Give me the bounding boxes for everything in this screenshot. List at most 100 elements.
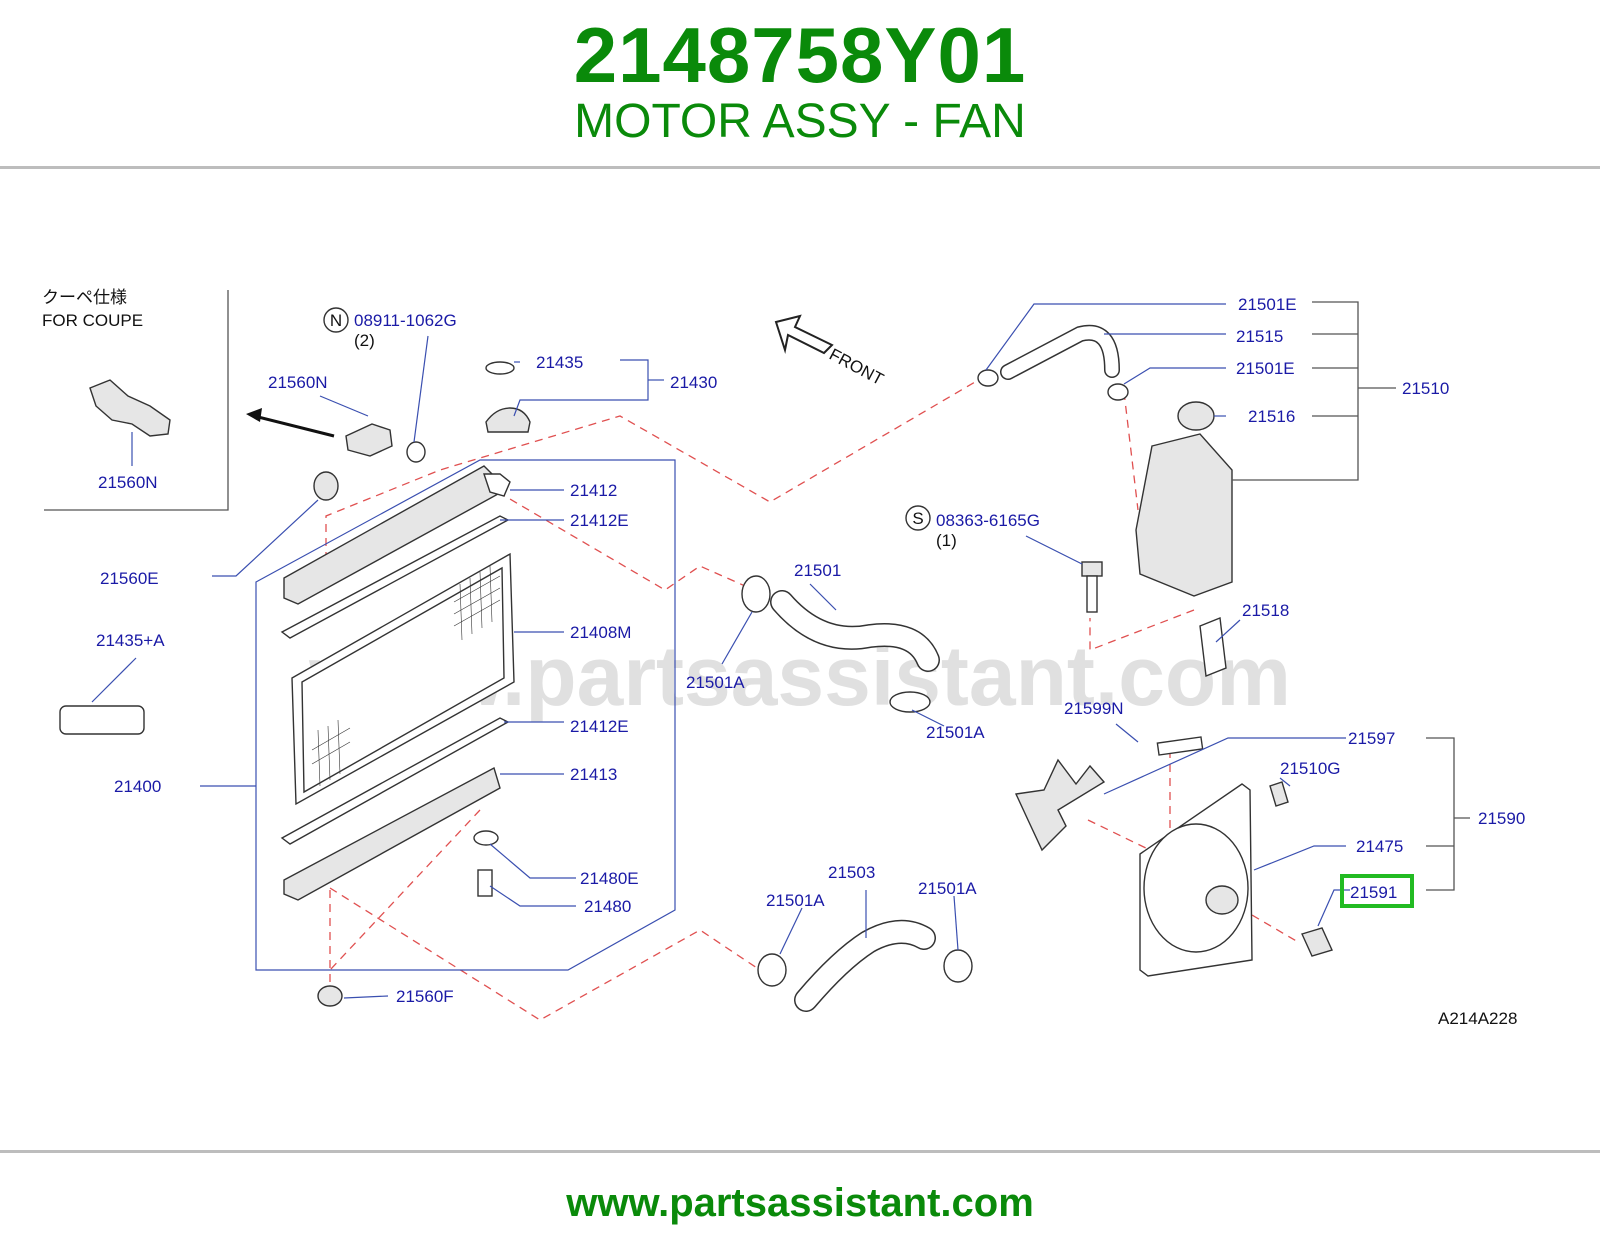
leader-21480 (489, 885, 576, 907)
label-21590[interactable]: 21590 (1478, 809, 1525, 828)
dash-line-top (325, 381, 976, 560)
connector-21591-part (1301, 927, 1333, 957)
label-21560F[interactable]: 21560F (396, 987, 454, 1006)
label-21503[interactable]: 21503 (828, 863, 875, 882)
lower-hose-fill (795, 921, 935, 1011)
label-21501A-4[interactable]: 21501A (918, 879, 977, 898)
core-hatch (311, 565, 501, 787)
label-21599N[interactable]: 21599N (1064, 699, 1124, 718)
label-21516[interactable]: 21516 (1248, 407, 1295, 426)
label-21435[interactable]: 21435 (536, 353, 583, 372)
s-badge-letter: S (912, 509, 923, 528)
reservoir-hose-fill (1001, 326, 1119, 379)
reservoir-group (977, 301, 1396, 677)
label-21408M[interactable]: 21408M (570, 623, 631, 642)
label-21510G[interactable]: 21510G (1280, 759, 1341, 778)
label-21515[interactable]: 21515 (1236, 327, 1283, 346)
highlight-box-21591[interactable] (1340, 874, 1414, 908)
part-labels: 08911-1062G (2) 21560N 21435 21430 21412… (96, 295, 1525, 1028)
header: 2148758Y01 MOTOR ASSY - FAN (0, 0, 1600, 168)
inset-bracket-part (89, 379, 171, 437)
motor-21591-hub (1205, 885, 1239, 915)
diagram-svg: www.partsassistant.com クーペ仕様 FOR COUPE 2… (42, 288, 1525, 1028)
dash-line-bracket (1089, 609, 1195, 651)
screw-21510G-part (1269, 781, 1289, 807)
leader-21480E (489, 843, 576, 879)
figure-code: A214A228 (1438, 1009, 1517, 1028)
label-21475[interactable]: 21475 (1356, 837, 1403, 856)
cap-seal-21435-part (485, 361, 515, 375)
inset-pointer-head (246, 408, 262, 422)
label-21501A-3[interactable]: 21501A (766, 891, 825, 910)
label-21597[interactable]: 21597 (1348, 729, 1395, 748)
dash-line-tank (1123, 391, 1139, 511)
leaders-left (91, 335, 664, 999)
leader-21501A-1 (721, 611, 753, 665)
dash-line-motor (1239, 907, 1299, 943)
leader-08363 (1025, 535, 1083, 565)
upper-tank-neck (483, 473, 511, 497)
label-08911-1062G[interactable]: 08911-1062G (354, 311, 457, 330)
bolt-head-part (1081, 561, 1103, 577)
leader-21560F (343, 995, 389, 999)
leader-21591 (1317, 889, 1350, 927)
label-21560N[interactable]: 21560N (268, 373, 328, 392)
bracket-21590-group (1426, 737, 1470, 891)
radiator-upper-tank (283, 465, 511, 605)
label-21412E-top[interactable]: 21412E (570, 511, 629, 530)
label-08363-6165G[interactable]: 08363-6165G (936, 511, 1040, 530)
dash-line-bolt (329, 809, 481, 971)
clamp-21501E-a-part (977, 369, 999, 387)
nut-08911-part (406, 441, 426, 463)
label-21435A[interactable]: 21435+A (96, 631, 165, 650)
sticker-21599N-part (1156, 736, 1204, 756)
label-21501E-2[interactable]: 21501E (1236, 359, 1295, 378)
lower-tank-part (283, 766, 501, 901)
leader-21560N (319, 395, 369, 417)
front-label: FRONT (826, 345, 887, 389)
inset-frame (44, 290, 229, 511)
coupe-inset: クーペ仕様 FOR COUPE 21560N (42, 288, 229, 511)
plug-21480-part (477, 869, 493, 897)
s-badge-icon (905, 505, 931, 531)
inset-pointer-arrow (253, 414, 335, 438)
bracket-21510-group (1232, 301, 1396, 481)
label-21501A-2[interactable]: 21501A (926, 723, 985, 742)
dash-line-fan2 (1087, 819, 1151, 851)
fan-blade-21597-part (1014, 758, 1106, 852)
n-badge-letter: N (330, 311, 342, 330)
leader-21475 (1253, 845, 1346, 871)
leader-21501A-2 (911, 709, 945, 727)
radiator-core (291, 552, 515, 806)
cap-21430-part (485, 407, 531, 433)
leader-21501E-1 (985, 303, 1226, 371)
label-21501[interactable]: 21501 (794, 561, 841, 580)
leader-21560E (212, 499, 319, 577)
clamp-upper-b-part (889, 691, 931, 713)
core-inner (301, 566, 505, 794)
label-21412E-bottom[interactable]: 21412E (570, 717, 629, 736)
footer-url-link[interactable]: www.partsassistant.com (566, 1181, 1034, 1225)
leader-08911 (413, 335, 429, 443)
bolt-shank-part (1086, 575, 1098, 613)
leader-21510G (1279, 777, 1291, 787)
label-21591[interactable]: 21591 (1350, 883, 1397, 902)
label-21510[interactable]: 21510 (1402, 379, 1449, 398)
label-21412[interactable]: 21412 (570, 481, 617, 500)
label-21501A-1[interactable]: 21501A (686, 673, 745, 692)
label-21480[interactable]: 21480 (584, 897, 631, 916)
radiator-lower-tank (283, 766, 501, 901)
radiator-group-box (255, 459, 676, 971)
label-21480E[interactable]: 21480E (580, 869, 639, 888)
bracket-21518-part (1199, 617, 1227, 677)
leader-21435A (91, 657, 137, 703)
label-21430[interactable]: 21430 (670, 373, 717, 392)
inset-jp-label: クーペ仕様 (42, 288, 127, 307)
label-21518[interactable]: 21518 (1242, 601, 1289, 620)
label-21413[interactable]: 21413 (570, 765, 617, 784)
part-title: MOTOR ASSY - FAN (574, 95, 1026, 148)
inset-part-label: 21560N (98, 473, 158, 492)
front-arrow-icon (774, 314, 834, 355)
label-21560E[interactable]: 21560E (100, 569, 159, 588)
label-21501E-1[interactable]: 21501E (1238, 295, 1297, 314)
